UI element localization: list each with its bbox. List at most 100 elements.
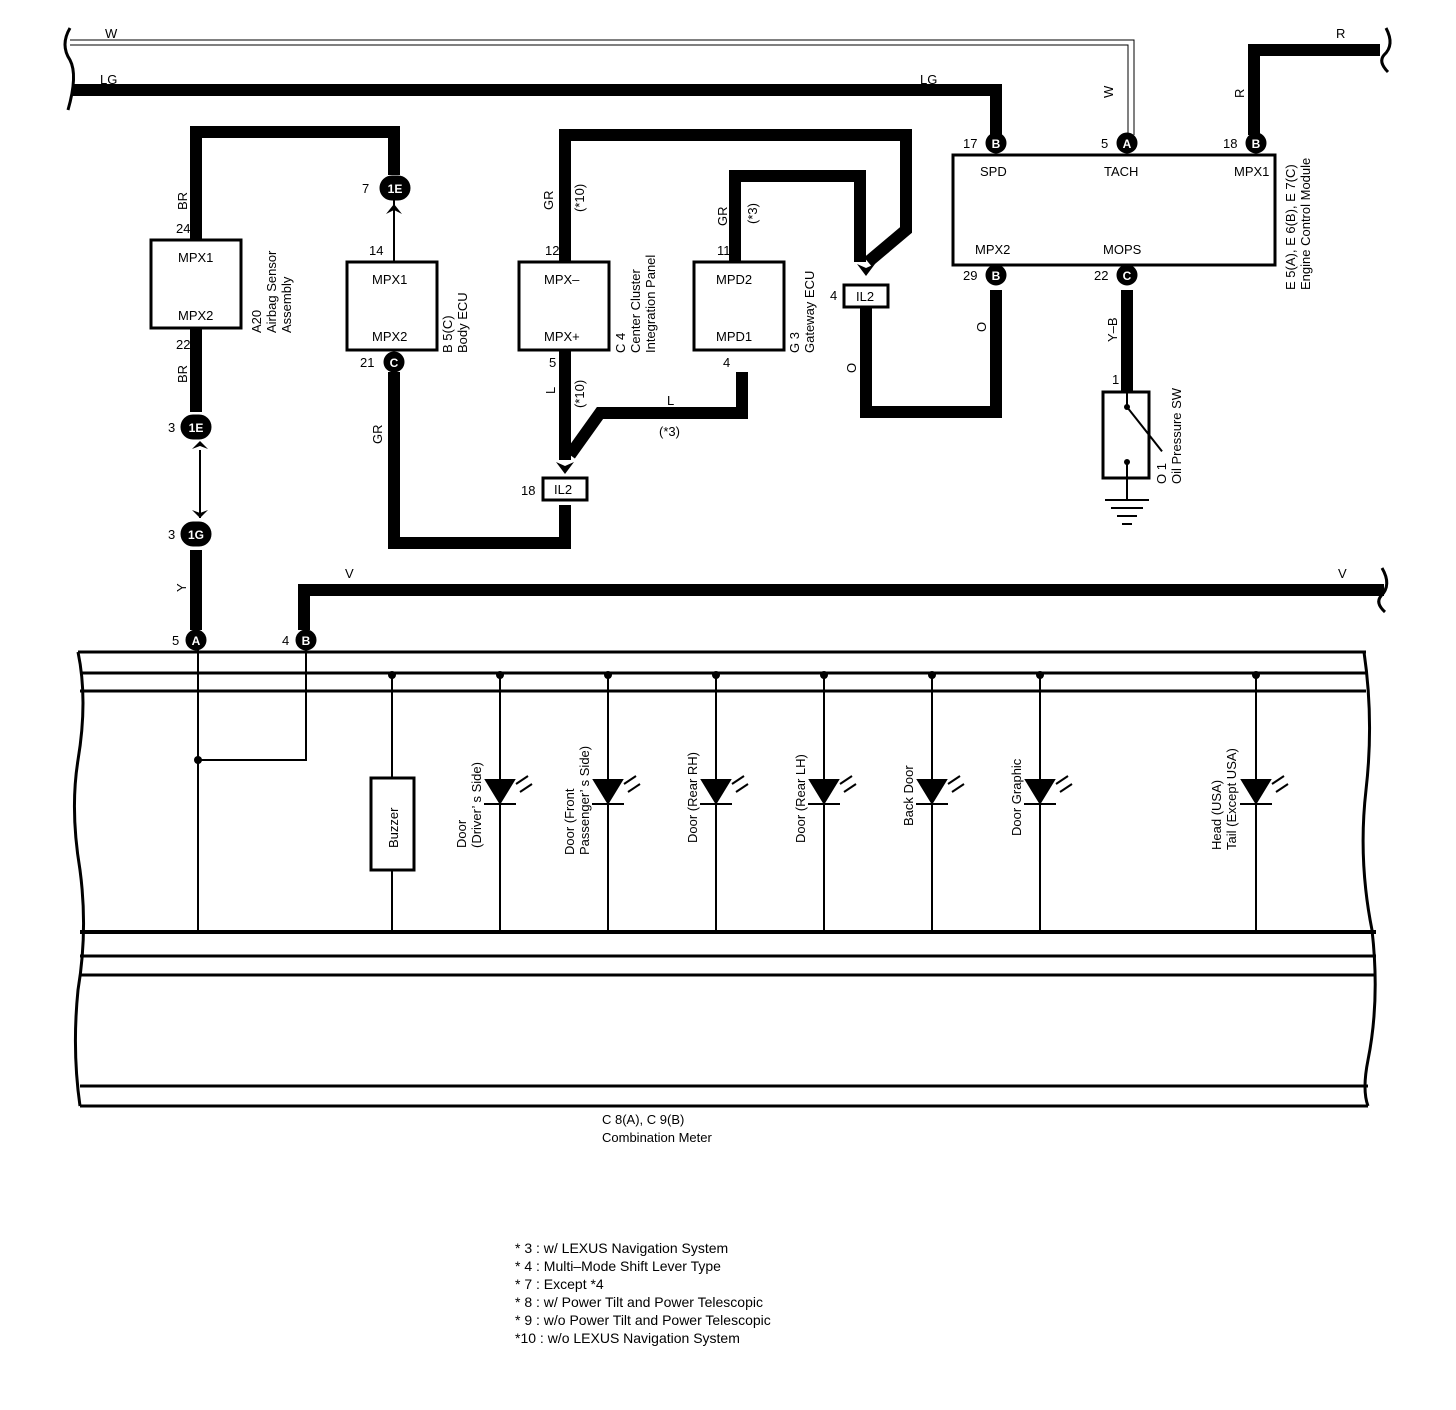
svg-text:22: 22 <box>1094 268 1108 283</box>
svg-text:MPD2: MPD2 <box>716 272 752 287</box>
oil-pressure-switch <box>1101 390 1163 500</box>
svg-text:5: 5 <box>1101 136 1108 151</box>
footnote: * 8 : w/ Power Tilt and Power Telescopic <box>515 1294 763 1310</box>
svg-text:18: 18 <box>521 483 535 498</box>
svg-text:(*3): (*3) <box>659 424 680 439</box>
svg-text:11: 11 <box>717 243 731 258</box>
led-icon <box>916 775 965 805</box>
footnote: * 4 : Multi–Mode Shift Lever Type <box>515 1258 721 1274</box>
svg-text:Door (Front: Door (Front <box>562 788 577 855</box>
led-icon <box>592 775 641 805</box>
svg-text:Tail (Except USA): Tail (Except USA) <box>1224 748 1239 850</box>
wire-gr-cip <box>559 129 912 267</box>
svg-text:Center Cluster: Center Cluster <box>628 269 643 353</box>
svg-text:Head (USA): Head (USA) <box>1209 780 1224 850</box>
svg-text:3: 3 <box>168 420 175 435</box>
svg-text:1E: 1E <box>388 182 403 196</box>
svg-text:14: 14 <box>369 243 383 258</box>
junction-dot <box>194 756 202 764</box>
svg-text:29: 29 <box>963 268 977 283</box>
svg-text:3: 3 <box>168 527 175 542</box>
svg-text:(Driver’ s Side): (Driver’ s Side) <box>469 762 484 848</box>
svg-text:TACH: TACH <box>1104 164 1138 179</box>
svg-text:SPD: SPD <box>980 164 1007 179</box>
footnote: * 3 : w/ LEXUS Navigation System <box>515 1240 729 1256</box>
svg-text:GR: GR <box>541 191 556 211</box>
svg-text:MPX2: MPX2 <box>178 308 213 323</box>
svg-text:Y–B: Y–B <box>1105 317 1120 342</box>
svg-text:18: 18 <box>1223 136 1237 151</box>
airbag-box <box>149 238 243 330</box>
svg-text:G 3: G 3 <box>787 332 802 353</box>
svg-text:MPX2: MPX2 <box>372 329 407 344</box>
led-icon <box>808 775 857 805</box>
svg-text:MPD1: MPD1 <box>716 329 752 344</box>
svg-text:V: V <box>345 566 354 581</box>
wire-v <box>298 584 1384 630</box>
svg-text:C: C <box>390 356 399 370</box>
svg-text:B 5(C): B 5(C) <box>440 315 455 353</box>
buzzer-label: Buzzer <box>386 807 401 848</box>
svg-text:5: 5 <box>549 355 556 370</box>
svg-text:Airbag Sensor: Airbag Sensor <box>264 250 279 333</box>
svg-text:4: 4 <box>830 288 837 303</box>
svg-text:Back Door: Back Door <box>901 765 916 826</box>
svg-text:1G: 1G <box>188 528 204 542</box>
meter-internal-wiring <box>197 650 307 932</box>
svg-text:B: B <box>1252 137 1261 151</box>
cip-box <box>517 260 611 352</box>
svg-text:BR: BR <box>175 192 190 210</box>
svg-text:O 1: O 1 <box>1154 463 1169 484</box>
svg-text:MPX1: MPX1 <box>1234 164 1269 179</box>
svg-text:Oil Pressure SW: Oil Pressure SW <box>1169 387 1184 484</box>
led-icon <box>1024 775 1073 805</box>
meter-name: Combination Meter <box>602 1130 712 1145</box>
svg-text:Body ECU: Body ECU <box>455 292 470 353</box>
svg-text:22: 22 <box>176 337 190 352</box>
svg-text:MPX+: MPX+ <box>544 329 580 344</box>
svg-text:B: B <box>992 137 1001 151</box>
svg-text:1E: 1E <box>189 421 204 435</box>
svg-text:7: 7 <box>362 181 369 196</box>
wire-label-w-ecm: W <box>1101 85 1116 98</box>
svg-text:Door (Rear RH): Door (Rear RH) <box>685 752 700 843</box>
led-icon <box>700 775 749 805</box>
connector-letters: B A B B C C A B <box>192 137 1261 648</box>
wire-br-top <box>190 126 400 240</box>
il2-left-label: IL2 <box>554 482 572 497</box>
svg-text:(*10): (*10) <box>572 380 587 408</box>
svg-text:12: 12 <box>545 243 559 258</box>
wire-lg <box>72 84 1002 135</box>
svg-text:Engine Control Module: Engine Control Module <box>1298 158 1313 290</box>
gateway-box <box>692 260 786 352</box>
wire-o <box>860 290 1002 418</box>
wire-r <box>1248 44 1380 135</box>
svg-text:Passenger’ s Side): Passenger’ s Side) <box>577 746 592 855</box>
wire-color-labels: LG LG R R BR BR Y V V GR GR GR L L O O Y… <box>100 26 1347 592</box>
svg-text:5: 5 <box>172 633 179 648</box>
svg-text:V: V <box>1338 566 1347 581</box>
body-ecu-box <box>345 260 439 352</box>
pin-numbers: 24 22 14 21 12 5 11 4 17 5 18 29 22 1 7 … <box>168 136 1237 648</box>
meter-branch-dots <box>388 671 1260 679</box>
svg-text:4: 4 <box>282 633 289 648</box>
svg-text:4: 4 <box>723 355 730 370</box>
svg-text:MPX2: MPX2 <box>975 242 1010 257</box>
meter-code: C 8(A), C 9(B) <box>602 1112 684 1127</box>
footnote: *10 : w/o LEXUS Navigation System <box>515 1330 740 1346</box>
thick-wires <box>72 44 1384 630</box>
indicator-labels: Door (Driver’ s Side) Door (Front Passen… <box>454 746 1239 855</box>
il2-right-label: IL2 <box>856 289 874 304</box>
svg-text:BR: BR <box>175 365 190 383</box>
svg-text:C: C <box>1123 269 1132 283</box>
footnote: * 9 : w/o Power Tilt and Power Telescopi… <box>515 1312 771 1328</box>
svg-text:O: O <box>974 322 989 332</box>
ground-icon <box>1105 499 1149 525</box>
led-icon <box>484 775 533 805</box>
wire-l-gw <box>565 372 748 459</box>
svg-text:1: 1 <box>1112 372 1119 387</box>
svg-text:O: O <box>844 363 859 373</box>
svg-text:Door Graphic: Door Graphic <box>1009 758 1024 836</box>
combination-meter <box>72 650 1377 1108</box>
